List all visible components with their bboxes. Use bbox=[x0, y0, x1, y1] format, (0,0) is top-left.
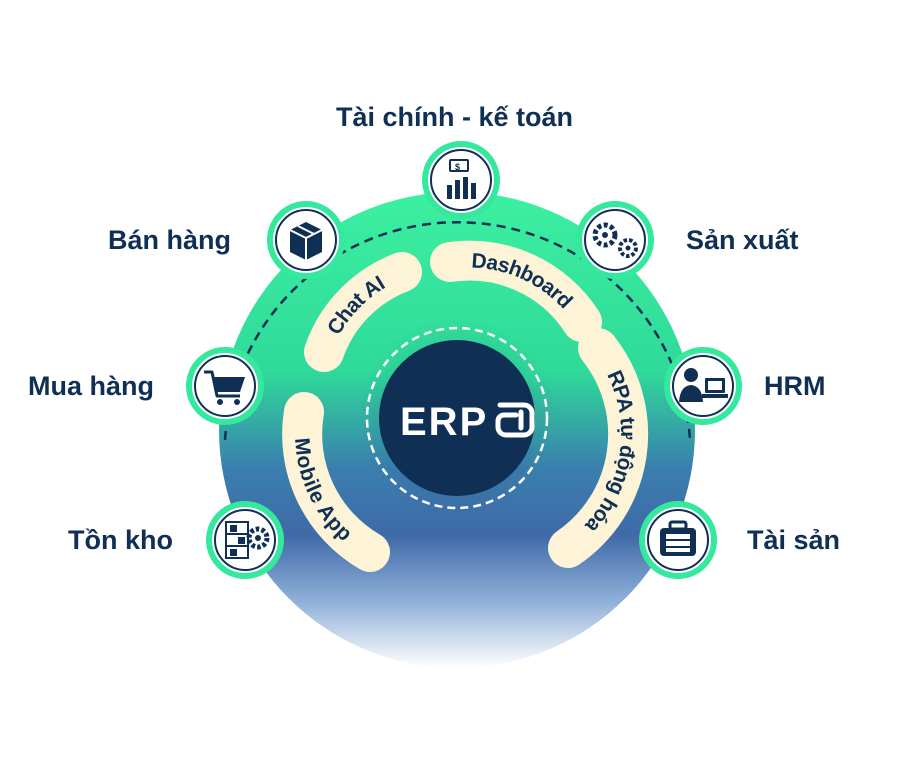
module-label-assets: Tài sản bbox=[747, 525, 841, 555]
center-circle bbox=[379, 340, 535, 496]
module-node-purchasing[interactable] bbox=[186, 347, 264, 425]
center-dashed-ring bbox=[365, 326, 549, 510]
svg-text:$: $ bbox=[455, 162, 460, 172]
briefcase-money-icon bbox=[660, 520, 696, 556]
module-node-inventory[interactable] bbox=[206, 501, 284, 579]
cart-icon bbox=[204, 370, 245, 405]
logo-mark-icon bbox=[495, 402, 535, 438]
module-label-production: Sản xuất bbox=[686, 225, 799, 255]
module-label-purchasing: Mua hàng bbox=[28, 371, 154, 401]
module-node-sales[interactable] bbox=[267, 201, 345, 279]
module-label-hrm: HRM bbox=[764, 371, 826, 401]
module-node-hrm[interactable] bbox=[664, 347, 742, 425]
module-node-assets[interactable] bbox=[639, 501, 717, 579]
module-node-finance[interactable]: $ bbox=[422, 141, 500, 219]
employee-icon bbox=[679, 368, 728, 402]
erp-logo: ERP bbox=[400, 400, 488, 444]
center-hub: ERP bbox=[357, 318, 557, 518]
module-node-production[interactable] bbox=[576, 201, 654, 279]
gears-icon bbox=[592, 222, 638, 258]
box-icon bbox=[289, 222, 323, 260]
warehouse-gear-icon bbox=[225, 521, 270, 559]
module-label-finance: Tài chính - kế toán bbox=[336, 102, 574, 132]
module-label-inventory: Tồn kho bbox=[68, 525, 173, 555]
finance-chart-icon: $ bbox=[447, 159, 476, 199]
module-label-sales: Bán hàng bbox=[108, 225, 232, 255]
outer-dashed-ring bbox=[223, 221, 692, 441]
